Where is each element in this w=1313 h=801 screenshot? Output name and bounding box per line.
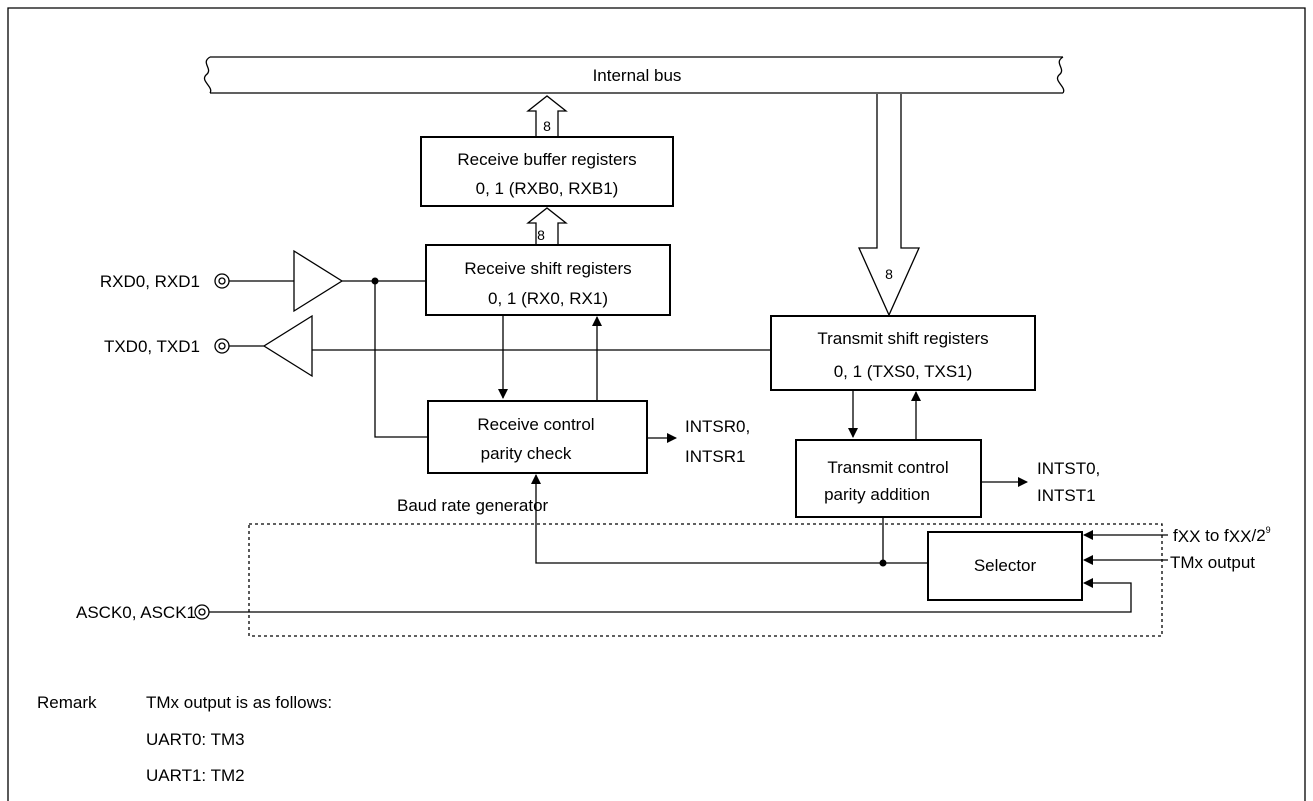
rxd-pin: RXD0, RXD1 (100, 249, 428, 438)
clock-sub1: XX (1178, 527, 1201, 546)
clock-div: /2 (1251, 526, 1265, 545)
rx-input-buffer (293, 249, 344, 313)
tx-shift-line2: 0, 1 (TXS0, TXS1) (834, 362, 973, 381)
remark-title: Remark (37, 693, 97, 712)
rx-buffer-line2: 0, 1 (RXB0, RXB1) (476, 179, 619, 198)
bus-txs-width: 8 (885, 266, 893, 282)
rx-shift-line1: Receive shift registers (464, 259, 631, 278)
asck-label: ASCK0, ASCK1 (76, 603, 196, 622)
internal-bus: Internal bus (203, 56, 1065, 94)
tx-control-line2: parity addition (824, 485, 930, 504)
baud-clock-to-rx (531, 474, 928, 564)
clock-exp: 9 (1266, 525, 1271, 535)
clock-sub2: XX (1229, 527, 1252, 546)
brg-label: Baud rate generator (397, 496, 549, 515)
intsr-line1: INTSR0, (685, 417, 750, 436)
selector-label: Selector (974, 556, 1037, 575)
tx-output-buffer (262, 314, 313, 378)
intst-line1: INTST0, (1037, 459, 1100, 478)
rx-shift-line2: 0, 1 (RX0, RX1) (488, 289, 608, 308)
intst-line2: INTST1 (1037, 486, 1096, 505)
outer-frame (7, 7, 1306, 801)
remark-line2: UART0: TM3 (146, 730, 245, 749)
intsr-line2: INTSR1 (685, 447, 745, 466)
tx-shift-line1: Transmit shift registers (817, 329, 988, 348)
rx-control-line1: Receive control (477, 415, 594, 434)
clock-f1: f (1173, 526, 1178, 545)
txd-label: TXD0, TXD1 (104, 337, 200, 356)
receive-shift-registers: Receive shift registers 0, 1 (RX0, RX1) (425, 244, 671, 316)
clock-to: to (1200, 526, 1224, 545)
transmit-control: Transmit control parity addition (795, 439, 982, 518)
tmx-label: TMx output (1170, 553, 1255, 572)
rx-buffer-line1: Receive buffer registers (457, 150, 636, 169)
txd-pin: TXD0, TXD1 (104, 314, 771, 378)
remark-line1: TMx output is as follows: (146, 693, 332, 712)
remark: Remark TMx output is as follows: UART0: … (37, 693, 332, 785)
remark-line3: UART1: TM2 (146, 766, 245, 785)
internal-bus-label: Internal bus (593, 66, 682, 85)
rx-control-line2: parity check (481, 444, 572, 463)
rxb-bus-width: 8 (543, 118, 551, 134)
tx-control-line1: Transmit control (827, 458, 948, 477)
transmit-shift-registers: Transmit shift registers 0, 1 (TXS0, TXS… (770, 315, 1036, 391)
asck-pin: ASCK0, ASCK1 (76, 578, 1132, 622)
receive-control: Receive control parity check (427, 400, 648, 474)
rxshift-to-rxb-arrow: 8 (526, 207, 568, 244)
shift-rxb-width: 8 (537, 227, 545, 243)
rxb-to-bus-arrow: 8 (526, 95, 568, 136)
clock-f2: f (1224, 526, 1229, 545)
receive-buffer-registers: Receive buffer registers 0, 1 (RXB0, RXB… (420, 136, 674, 207)
baud-rate-generator-region (248, 523, 1163, 637)
clock-input-label: fXX to fXX/29 (1173, 525, 1271, 546)
rxd-label: RXD0, RXD1 (100, 272, 200, 291)
bus-to-txs-arrow: 8 (857, 94, 921, 317)
selector: Selector (927, 531, 1083, 601)
